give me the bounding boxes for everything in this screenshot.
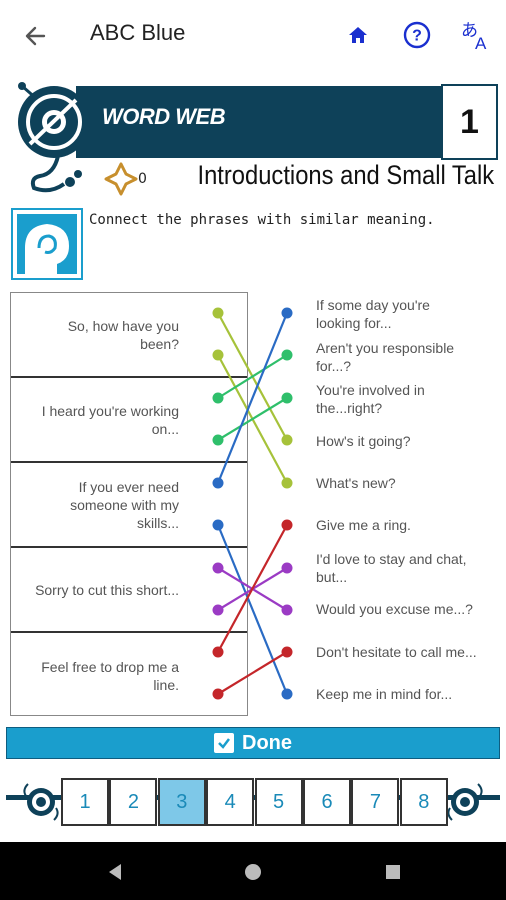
connection-lines[interactable] xyxy=(0,0,506,760)
right-connector-dot[interactable] xyxy=(281,519,293,531)
connection-line-4 xyxy=(217,397,288,441)
exercise-number: 1 xyxy=(441,84,498,160)
left-phrase-text: Sorry to cut this short... xyxy=(35,581,179,598)
star-badge-icon xyxy=(104,162,138,196)
right-connector-dot[interactable] xyxy=(281,349,293,361)
page-button-3[interactable]: 3 xyxy=(157,778,206,826)
page-button-2[interactable]: 2 xyxy=(109,778,158,826)
nav-home-icon[interactable] xyxy=(240,859,266,885)
done-button[interactable]: Done xyxy=(6,727,500,759)
nav-back-icon[interactable] xyxy=(102,859,128,885)
left-connector-dot[interactable] xyxy=(212,349,224,361)
page-button-8[interactable]: 8 xyxy=(399,778,448,826)
left-connector-dot[interactable] xyxy=(212,604,224,616)
left-connector-dot[interactable] xyxy=(212,519,224,531)
back-arrow-icon[interactable] xyxy=(18,18,54,54)
connection-line-9 xyxy=(217,524,288,653)
checkbox-icon xyxy=(214,733,234,753)
left-connector-dot[interactable] xyxy=(212,307,224,319)
connection-line-10 xyxy=(217,651,288,695)
right-phrase-7: I'd love to stay and chat,but... xyxy=(316,551,467,585)
page-button-5[interactable]: 5 xyxy=(254,778,303,826)
svg-text:あ: あ xyxy=(461,21,478,41)
nav-recents-icon[interactable] xyxy=(380,859,406,885)
left-connector-dot[interactable] xyxy=(212,477,224,489)
banner-bar xyxy=(76,86,448,158)
score-value: 0 xyxy=(138,171,147,187)
right-phrase-8: Would you excuse me...? xyxy=(316,601,473,617)
svg-text:A: A xyxy=(475,34,487,52)
right-connector-dot[interactable] xyxy=(281,688,293,700)
connection-line-3 xyxy=(217,354,288,399)
page-button-1[interactable]: 1 xyxy=(61,778,109,826)
web-logo-icon xyxy=(18,82,90,193)
exercise-number-text: 1 xyxy=(460,102,479,141)
right-connector-dot[interactable] xyxy=(281,392,293,404)
done-label: Done xyxy=(242,731,292,754)
next-ornament-icon[interactable] xyxy=(442,778,488,826)
left-connector-dot[interactable] xyxy=(212,688,224,700)
right-phrase-5: What's new? xyxy=(316,475,396,491)
instruction-head-icon xyxy=(11,208,83,280)
page-button-6[interactable]: 6 xyxy=(303,778,351,826)
left-connector-dot[interactable] xyxy=(212,434,224,446)
right-phrase-6: Give me a ring. xyxy=(316,517,411,533)
right-phrase-10: Keep me in mind for... xyxy=(316,686,453,702)
instruction-text: Connect the phrases with similar meaning… xyxy=(89,212,435,228)
connection-line-6 xyxy=(216,524,289,695)
left-connector-dot[interactable] xyxy=(212,392,224,404)
help-icon[interactable]: ? xyxy=(400,18,434,52)
android-nav-bar xyxy=(0,842,506,900)
right-connector-dot[interactable] xyxy=(281,562,293,574)
app-title: ABC Blue xyxy=(90,20,186,45)
right-connector-dot[interactable] xyxy=(281,646,293,658)
right-phrase-9: Don't hesitate to call me... xyxy=(316,644,477,660)
svg-text:?: ? xyxy=(412,28,422,45)
page-button-7[interactable]: 7 xyxy=(351,778,400,826)
right-phrase-4: How's it going? xyxy=(316,433,411,449)
right-connector-dot[interactable] xyxy=(281,477,293,489)
connection-line-5 xyxy=(216,312,289,484)
prev-ornament-icon[interactable] xyxy=(18,778,64,826)
left-connector-dot[interactable] xyxy=(212,646,224,658)
left-phrase-4: Sorry to cut this short... xyxy=(11,548,247,633)
word-web-banner: WORD WEB 1 0 xyxy=(10,78,500,198)
right-connector-dot[interactable] xyxy=(281,604,293,616)
lesson-subtitle: Introductions and Small Talk xyxy=(197,160,494,190)
home-icon[interactable] xyxy=(341,18,375,52)
right-connector-dot[interactable] xyxy=(281,434,293,446)
section-title: WORD WEB xyxy=(102,104,226,129)
page-button-4[interactable]: 4 xyxy=(206,778,255,826)
right-connector-dot[interactable] xyxy=(281,307,293,319)
left-connector-dot[interactable] xyxy=(212,562,224,574)
